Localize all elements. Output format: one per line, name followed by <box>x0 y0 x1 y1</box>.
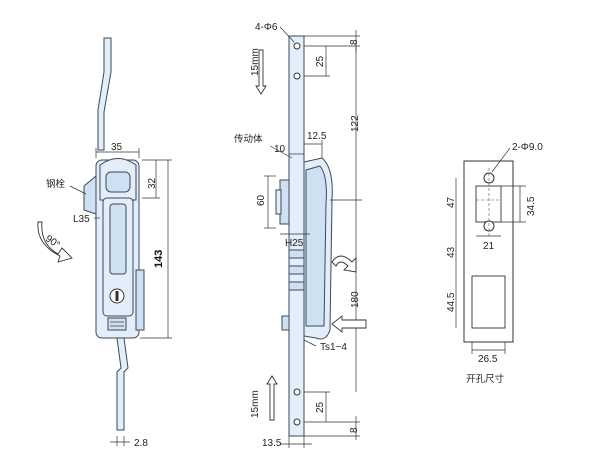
label-holes-top: 4-Φ6 <box>255 22 278 33</box>
label-stroke-top: 15mm <box>250 48 261 76</box>
dim-cutout-34-5: 34.5 <box>526 196 537 216</box>
side-rotation-arrow-icon <box>331 255 357 273</box>
dim-top-32: 32 <box>147 177 158 189</box>
dim-cutout-26-5: 26.5 <box>478 354 498 365</box>
dim-cutout-47: 47 <box>446 196 457 208</box>
side-hole-4 <box>293 418 301 426</box>
side-view: 4-Φ6 8 25 122 15mm 15mm 传动体 12.5 10 6 <box>234 22 367 449</box>
dim-height-143: 143 <box>153 250 165 268</box>
label-stroke-bottom: 15mm <box>250 390 261 418</box>
front-bolt <box>83 174 97 215</box>
rotation-arrow-icon <box>37 221 73 263</box>
stroke-down-arrow-icon <box>255 49 267 95</box>
dim-side-12-5: 12.5 <box>307 131 327 142</box>
label-holes-cutout: 2-Φ9.0 <box>512 142 543 153</box>
dim-side-25-bottom: 25 <box>315 401 326 413</box>
dim-cutout-43: 43 <box>446 246 457 258</box>
side-hole-2 <box>293 72 301 80</box>
dim-side-122: 122 <box>350 115 361 132</box>
front-handle-recess <box>105 171 131 193</box>
label-rotation: 90° <box>43 233 62 251</box>
dim-rod-dia: 2.8 <box>134 438 148 449</box>
side-hole-1 <box>293 42 301 50</box>
stroke-up-arrow-icon <box>266 375 278 421</box>
dim-cutout-21: 21 <box>483 241 495 252</box>
label-thickness: Ts1~4 <box>320 342 347 353</box>
dim-width-top: 35 <box>111 142 123 153</box>
cutout-view: 2-Φ9.0 47 34.5 21 43 44.5 26.5 开孔尺寸 <box>446 142 543 385</box>
front-handle-slot <box>109 203 127 275</box>
dim-side-180: 180 <box>350 291 361 308</box>
label-cutout-size: 开孔尺寸 <box>466 373 505 385</box>
side-strip <box>288 35 305 437</box>
label-bolt: 钢栓 <box>46 178 66 190</box>
dim-side-10: 10 <box>274 144 286 155</box>
label-drive-body: 传动体 <box>234 133 263 145</box>
thickness-arrow-icon <box>331 315 367 333</box>
label-h25: H25 <box>285 238 304 249</box>
cutout-lower-rect <box>471 275 506 329</box>
side-hole-3 <box>293 388 301 396</box>
dim-side-top-8: 8 <box>349 39 360 45</box>
front-top-rod <box>97 37 112 151</box>
front-flange <box>135 269 145 331</box>
front-keyhole-slot <box>115 291 119 301</box>
dim-side-25-top: 25 <box>315 55 326 67</box>
front-bottom-rod <box>116 337 129 431</box>
front-view: 35 32 143 L35 90° 钢栓 2.8 <box>37 37 172 449</box>
dim-side-bottom-8: 8 <box>349 427 360 433</box>
dim-cutout-44-5: 44.5 <box>446 292 457 312</box>
cutout-upper-rect <box>475 185 502 223</box>
front-lower-plate <box>107 317 127 331</box>
dim-side-60: 60 <box>256 194 267 206</box>
label-l35: L35 <box>73 214 90 225</box>
dim-side-13-5: 13.5 <box>262 438 282 449</box>
